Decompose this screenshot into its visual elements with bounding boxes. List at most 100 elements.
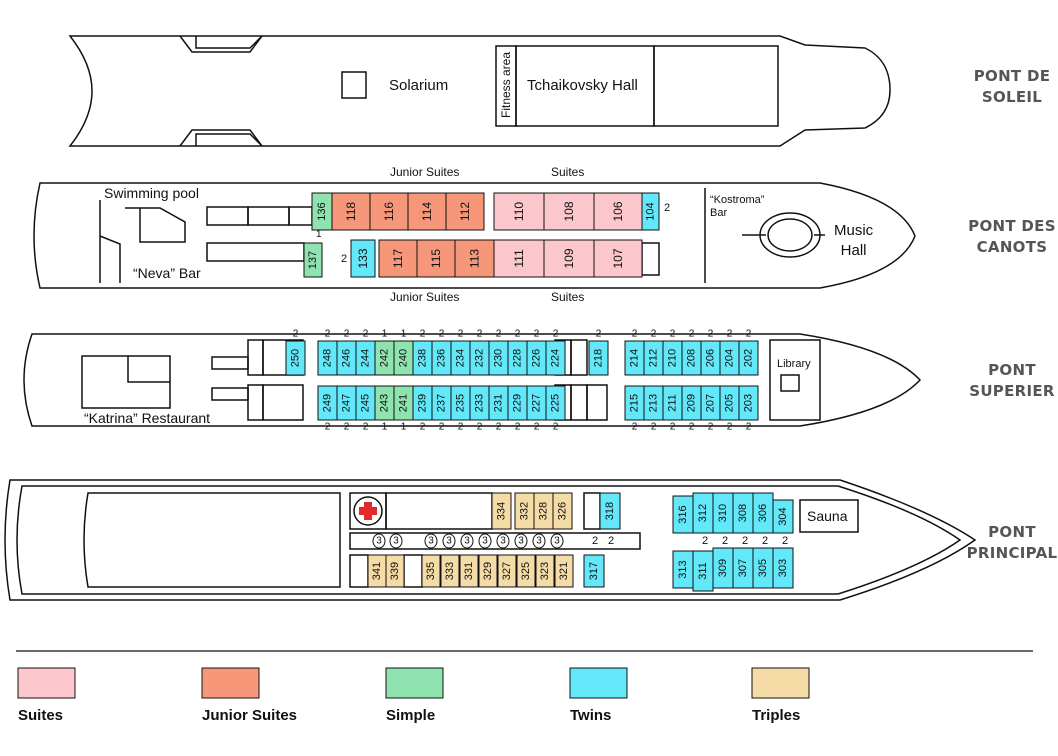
cabin-118[interactable]: 118 bbox=[331, 192, 371, 231]
cabin-240[interactable]: 240 bbox=[393, 340, 414, 376]
cabin-250-box[interactable] bbox=[285, 340, 306, 376]
cabin-227[interactable]: 227 bbox=[526, 385, 547, 421]
cabin-331[interactable]: 331 bbox=[459, 554, 479, 588]
cabin-117[interactable]: 117 bbox=[378, 239, 418, 278]
cabin-133[interactable]: 133 bbox=[350, 239, 376, 278]
cabin-213[interactable]: 213 bbox=[643, 385, 664, 421]
cabin-317-box[interactable] bbox=[583, 554, 605, 588]
cabin-231[interactable]: 231 bbox=[488, 385, 509, 421]
cabin-335-box[interactable] bbox=[421, 554, 441, 588]
cabin-326[interactable]: 326 bbox=[552, 492, 573, 530]
cabin-306[interactable]: 306 bbox=[752, 492, 774, 534]
cabin-215[interactable]: 215 bbox=[624, 385, 645, 421]
cabin-321[interactable]: 321 bbox=[554, 554, 574, 588]
cabin-116[interactable]: 116 bbox=[369, 192, 409, 231]
cabin-115[interactable]: 115 bbox=[416, 239, 456, 278]
cabin-310[interactable]: 310 bbox=[712, 492, 734, 534]
cabin-234[interactable]: 234 bbox=[450, 340, 471, 376]
cabin-218[interactable]: 218 bbox=[588, 340, 609, 376]
cabin-226[interactable]: 226 bbox=[526, 340, 547, 376]
cabin-244[interactable]: 244 bbox=[355, 340, 376, 376]
cabin-309[interactable]: 309 bbox=[712, 547, 734, 589]
cabin-113-box[interactable] bbox=[454, 239, 495, 278]
cabin-225-box[interactable] bbox=[545, 385, 566, 421]
cabin-249[interactable]: 249 bbox=[317, 385, 338, 421]
cabin-325[interactable]: 325 bbox=[516, 554, 536, 588]
cabin-133-box[interactable] bbox=[350, 239, 376, 278]
cabin-137-box[interactable] bbox=[303, 242, 323, 278]
cabin-109-box[interactable] bbox=[543, 239, 595, 278]
cabin-313[interactable]: 313 bbox=[672, 550, 694, 589]
cabin-317[interactable]: 317 bbox=[583, 554, 605, 588]
cabin-243[interactable]: 243 bbox=[374, 385, 395, 421]
cabin-210[interactable]: 210 bbox=[662, 340, 683, 376]
cabin-203[interactable]: 203 bbox=[738, 385, 759, 421]
cabin-107-box[interactable] bbox=[593, 239, 643, 278]
cabin-323-box[interactable] bbox=[535, 554, 555, 588]
cabin-115-box[interactable] bbox=[416, 239, 456, 278]
cabin-335[interactable]: 335 bbox=[421, 554, 441, 588]
cabin-114-box[interactable] bbox=[407, 192, 447, 231]
cabin-233[interactable]: 233 bbox=[469, 385, 490, 421]
cabin-104-box[interactable] bbox=[641, 192, 660, 231]
cabin-332[interactable]: 332 bbox=[514, 492, 535, 530]
cabin-224-box[interactable] bbox=[545, 340, 566, 376]
cabin-238[interactable]: 238 bbox=[412, 340, 433, 376]
cabin-211[interactable]: 211 bbox=[662, 385, 683, 421]
cabin-341[interactable]: 341 bbox=[367, 554, 387, 588]
cabin-247[interactable]: 247 bbox=[336, 385, 357, 421]
cabin-111[interactable]: 111 bbox=[493, 239, 545, 278]
cabin-116-box[interactable] bbox=[369, 192, 409, 231]
cabin-339[interactable]: 339 bbox=[385, 554, 405, 588]
cabin-218-box[interactable] bbox=[588, 340, 609, 376]
cabin-110-box[interactable] bbox=[493, 192, 545, 231]
cabin-303-box[interactable] bbox=[772, 547, 794, 589]
cabin-214[interactable]: 214 bbox=[624, 340, 645, 376]
cabin-329-box[interactable] bbox=[478, 554, 498, 588]
cabin-109[interactable]: 109 bbox=[543, 239, 595, 278]
cabin-325-box[interactable] bbox=[516, 554, 536, 588]
cabin-106-box[interactable] bbox=[593, 192, 643, 231]
cabin-230[interactable]: 230 bbox=[488, 340, 509, 376]
cabin-308[interactable]: 308 bbox=[732, 492, 754, 534]
cabin-245[interactable]: 245 bbox=[355, 385, 376, 421]
cabin-305[interactable]: 305 bbox=[752, 547, 774, 589]
cabin-118-box[interactable] bbox=[331, 192, 371, 231]
cabin-112-box[interactable] bbox=[445, 192, 485, 231]
cabin-333-box[interactable] bbox=[440, 554, 460, 588]
cabin-113[interactable]: 113 bbox=[454, 239, 495, 278]
cabin-202-box[interactable] bbox=[738, 340, 759, 376]
cabin-108-box[interactable] bbox=[543, 192, 595, 231]
cabin-108[interactable]: 108 bbox=[543, 192, 595, 231]
cabin-334[interactable]: 334 bbox=[491, 492, 512, 530]
cabin-136[interactable]: 136 bbox=[311, 192, 333, 231]
cabin-112[interactable]: 112 bbox=[445, 192, 485, 231]
cabin-229[interactable]: 229 bbox=[507, 385, 528, 421]
cabin-204[interactable]: 204 bbox=[719, 340, 740, 376]
cabin-327-box[interactable] bbox=[497, 554, 517, 588]
cabin-331-box[interactable] bbox=[459, 554, 479, 588]
cabin-318-box[interactable] bbox=[599, 492, 621, 530]
cabin-321-box[interactable] bbox=[554, 554, 574, 588]
cabin-248[interactable]: 248 bbox=[317, 340, 338, 376]
cabin-307[interactable]: 307 bbox=[732, 547, 754, 589]
cabin-304-box[interactable] bbox=[772, 499, 794, 534]
cabin-208[interactable]: 208 bbox=[681, 340, 702, 376]
cabin-241[interactable]: 241 bbox=[393, 385, 414, 421]
cabin-111-box[interactable] bbox=[493, 239, 545, 278]
cabin-202[interactable]: 202 bbox=[738, 340, 759, 376]
cabin-206[interactable]: 206 bbox=[700, 340, 721, 376]
cabin-303[interactable]: 303 bbox=[772, 547, 794, 589]
cabin-224[interactable]: 224 bbox=[545, 340, 566, 376]
cabin-104[interactable]: 104 bbox=[641, 192, 660, 231]
cabin-110[interactable]: 110 bbox=[493, 192, 545, 231]
cabin-209[interactable]: 209 bbox=[681, 385, 702, 421]
cabin-326-box[interactable] bbox=[552, 492, 573, 530]
cabin-235[interactable]: 235 bbox=[450, 385, 471, 421]
cabin-334-box[interactable] bbox=[491, 492, 512, 530]
cabin-316[interactable]: 316 bbox=[672, 495, 694, 534]
cabin-212[interactable]: 212 bbox=[643, 340, 664, 376]
cabin-107[interactable]: 107 bbox=[593, 239, 643, 278]
cabin-242[interactable]: 242 bbox=[374, 340, 395, 376]
cabin-328[interactable]: 328 bbox=[533, 492, 554, 530]
